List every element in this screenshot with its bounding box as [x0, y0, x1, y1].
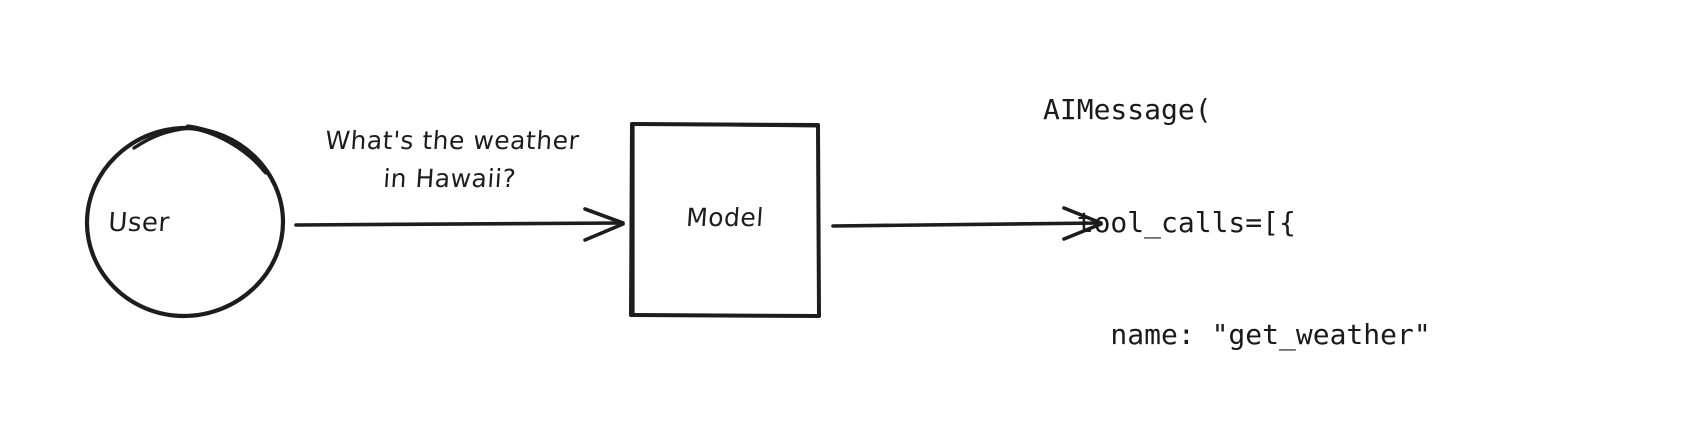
edge-label-line-2: in Hawaii?	[382, 164, 518, 193]
arrow-user-to-model	[294, 207, 625, 242]
ai-message-code-block: AIMessage( tool_calls=[{ name: "get_weat…	[1043, 16, 1464, 432]
code-line: args: {	[1043, 429, 1464, 432]
edge-label-user-to-model: What's the weather in Hawaii?	[283, 122, 618, 198]
code-line: name: "get_weather"	[1043, 318, 1431, 351]
edge-label-line-1: What's the weather	[324, 126, 581, 155]
user-node-label: User	[107, 208, 171, 238]
code-line: AIMessage(	[1043, 93, 1212, 126]
model-node-label: Model	[685, 203, 765, 232]
code-line: tool_calls=[{	[1043, 205, 1296, 239]
